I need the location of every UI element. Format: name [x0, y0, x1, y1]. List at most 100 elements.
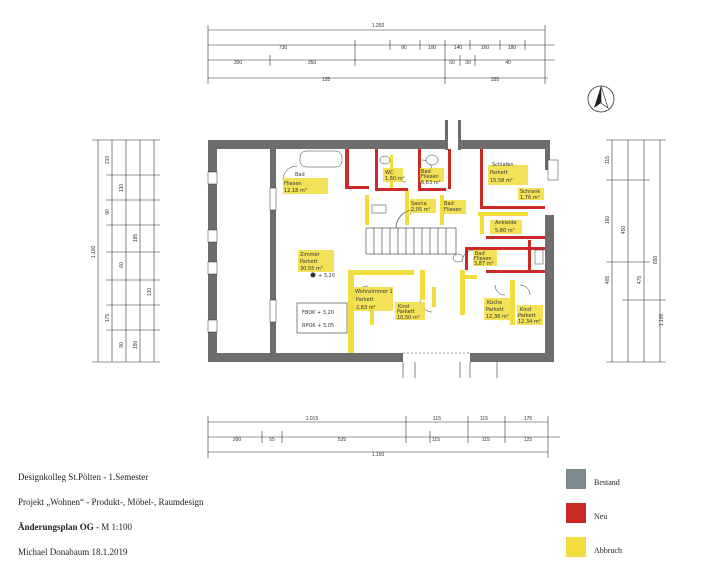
room-12-sub: Parkett	[486, 307, 504, 313]
room-6-name: Bad	[444, 201, 454, 207]
room-10-sub: Parkett	[356, 297, 374, 303]
legend-label-existing: Bestand	[594, 478, 620, 487]
title-block: Designkolleg St.Pölten - 1.Semester Proj…	[18, 472, 378, 572]
level-mark: + 3,20	[318, 273, 335, 279]
left-dimensions	[92, 139, 160, 363]
room-2-sub: Fliesen	[421, 174, 439, 180]
left-dim-8: 150	[133, 341, 139, 350]
room-4-name: Schrank	[520, 189, 540, 195]
room-labels: Bad Fliesen 12,18 m² WC 1,60 m² Bad Flie…	[284, 162, 541, 325]
author-date-line: Michael Donabaum 18.1.2019	[18, 547, 128, 557]
room-13-sub: Parkett	[518, 313, 536, 319]
room-2-name: Bad	[421, 169, 431, 175]
room-7-name: Ankleide	[495, 220, 517, 226]
project-line: Projekt „Wohnen“ - Produkt-, Möbel-, Rau…	[18, 497, 204, 507]
top-dim-row3-0: 300	[234, 60, 243, 66]
room-3-name: Schlafen	[492, 162, 514, 168]
top-dim-row2-0: 730	[279, 45, 288, 51]
left-dim-3: 185	[133, 234, 139, 243]
top-dim-row2-4: 160	[481, 45, 490, 51]
top-dim-row3-3: 30	[465, 60, 471, 66]
top-dim-row2-5: 180	[508, 45, 517, 51]
bottom-dim-row2-1: 55	[269, 437, 275, 443]
room-9-sub: Fliesen	[474, 256, 492, 262]
room-3-sub: Parkett	[490, 170, 508, 176]
left-dim-2: 90	[105, 209, 111, 215]
left-dim-outer: 1.100	[91, 246, 97, 259]
room-8-name: Zimmer	[300, 252, 321, 258]
right-dim-2: 650	[653, 256, 659, 265]
left-dim-5: 130	[147, 288, 153, 297]
top-dim-total: 1.250	[372, 23, 385, 29]
right-dim-1: 475	[637, 276, 643, 285]
right-dimensions	[606, 139, 666, 363]
room-13-area: 12,34 m²	[518, 319, 541, 325]
top-dim-row3-2: 50	[449, 60, 455, 66]
legend-swatch-existing	[566, 469, 586, 489]
north-arrow-icon	[587, 85, 615, 113]
left-windows	[207, 171, 277, 333]
room-0-name: Bad	[295, 172, 305, 178]
legend-item-demolition: Abbruch	[566, 537, 716, 571]
room-5-area: 2,05 m²	[411, 207, 431, 213]
room-11-name: Kind	[398, 304, 409, 310]
new-walls	[345, 149, 545, 273]
right-dim-0: 450	[621, 226, 627, 235]
legend-label-demolition: Abbruch	[594, 546, 622, 555]
right-tick-2: 405	[605, 276, 611, 285]
room-8-area: 30,55 m²	[300, 266, 323, 272]
room-7-area: 5,80 m²	[495, 228, 515, 234]
bottom-dim-row2-3: 115	[432, 437, 440, 443]
legend-swatch-demolition	[566, 537, 586, 557]
room-9-area: 3,87 m²	[474, 261, 494, 267]
room-1-area: 1,60 m²	[385, 176, 405, 182]
left-dim-4: 60	[119, 262, 125, 268]
top-dim-row3-1: 350	[308, 60, 317, 66]
right-tick-1: 160	[605, 216, 611, 225]
legend-label-new: Neu	[594, 512, 608, 521]
entrance-markings	[402, 352, 498, 378]
bottom-dim-total: 1.150	[372, 452, 385, 458]
right-dim-outer: 1.100	[659, 314, 665, 327]
top-dimensions	[207, 25, 555, 84]
room-0-sub: Fliesen	[284, 181, 302, 187]
legend-item-existing: Bestand	[566, 469, 716, 503]
level-marker-icon	[310, 272, 316, 278]
bottom-dim-row2-0: 200	[233, 437, 242, 443]
legend-item-new: Neu	[566, 503, 716, 537]
top-dim-row2-3: 140	[454, 45, 463, 51]
level-fbok: FBOK + 3,20	[302, 310, 334, 316]
room-12-name: Küche	[487, 300, 502, 306]
plan-title: Änderungsplan OG - M 1:100	[18, 522, 378, 532]
bottom-dim-row2-4: 115	[482, 437, 490, 443]
room-4-area: 1,76 m²	[520, 195, 540, 201]
room-9-name: Bad	[475, 251, 485, 257]
room-11-sub: Parkett	[397, 309, 415, 315]
room-label-highlights	[283, 165, 544, 325]
left-dim-6: 175	[105, 314, 111, 323]
legend: Bestand Neu Abbruch	[566, 469, 716, 571]
room-5-name: Sauna	[411, 201, 427, 207]
level-rpok: RPOK + 5,05	[302, 323, 334, 329]
room-10-area: 2,83 m²	[356, 305, 376, 311]
room-8-sub: Parkett	[300, 259, 318, 265]
plan-title-scale: - M 1:100	[93, 522, 133, 532]
existing-walls	[208, 120, 554, 362]
room-1-name: WC	[385, 170, 394, 176]
room-10-name: Wohnzimmer 1	[355, 289, 393, 295]
room-12-area: 12,36 m²	[486, 314, 509, 320]
legend-swatch-new	[566, 503, 586, 523]
room-0-area: 12,18 m²	[284, 188, 307, 194]
floor-plan-drawing: 1.250 730 90 100 140 160 180 300 350 50 …	[91, 23, 666, 458]
room-13-name: Kind	[520, 307, 531, 313]
top-dim-row2-2: 100	[428, 45, 437, 51]
plan-title-main: Änderungsplan OG	[18, 522, 94, 532]
bottom-dim-row1-0: 1.015	[306, 416, 319, 422]
left-dim-0: 210	[105, 156, 111, 165]
left-dim-7: 90	[119, 342, 125, 348]
bottom-dim-row1-1: 115	[433, 416, 441, 422]
room-3-area: 15,58 m²	[490, 178, 513, 184]
top-dim-row4-1: 335	[491, 77, 500, 83]
top-dim-row3-4: 40	[505, 60, 511, 66]
staircase	[365, 209, 457, 255]
